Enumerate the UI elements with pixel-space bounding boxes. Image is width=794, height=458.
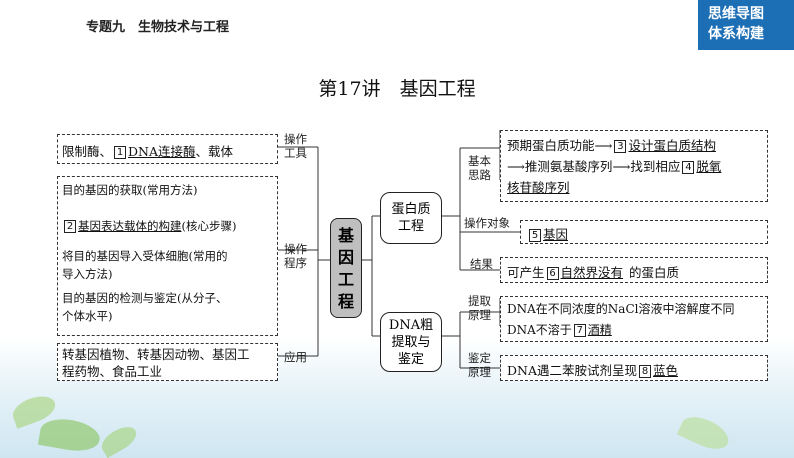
blank-number-3: 3 bbox=[614, 140, 627, 153]
badge-line-2: 体系构建 bbox=[708, 26, 764, 42]
badge-line-1: 思维导图 bbox=[708, 6, 764, 22]
label-operation-object: 操作对象 bbox=[464, 216, 510, 230]
answer-gene: 基因 bbox=[543, 227, 569, 242]
step-4-a: 目的基因的检测与鉴定(从分子、 bbox=[62, 291, 228, 305]
step-4-b: 个体水平) bbox=[62, 309, 113, 323]
label-identification-line2: 原理 bbox=[468, 365, 491, 379]
tools-pre: 限制酶、 bbox=[62, 144, 113, 159]
label-result: 结果 bbox=[470, 257, 493, 271]
application-line2: 程药物、食品工业 bbox=[62, 364, 163, 379]
label-basic-idea-line1: 基本 bbox=[468, 154, 491, 168]
dna-node-line1: DNA粗 bbox=[388, 317, 434, 333]
answer-design-structure: 设计蛋白质结构 bbox=[628, 138, 716, 153]
blank-number-7: 7 bbox=[573, 324, 586, 337]
application-line1: 转基因植物、转基因动物、基因工 bbox=[62, 347, 250, 362]
center-char-1: 基 bbox=[337, 226, 354, 245]
page-title: 第17讲 基因工程 bbox=[318, 78, 476, 100]
center-char-2: 因 bbox=[337, 248, 354, 267]
section-header: 专题九 生物技术与工程 bbox=[86, 20, 230, 35]
result-post: 的蛋白质 bbox=[629, 265, 680, 280]
answer-vector-construction: 基因表达载体的构建 bbox=[78, 219, 182, 233]
label-identification-principle: 鉴定 原理 bbox=[468, 351, 491, 379]
answer-dna-ligase: DNA连接酶 bbox=[128, 144, 196, 159]
step-3-b: 导入方法) bbox=[62, 267, 113, 281]
extraction-line-1: DNA在不同浓度的NaCl溶液中溶解度不同 bbox=[507, 302, 735, 316]
step-2-post: (核心步骤) bbox=[181, 219, 237, 233]
arrow-icon: ⟶ bbox=[507, 159, 525, 174]
tools-post: 、载体 bbox=[195, 144, 234, 159]
label-extraction-line1: 提取 bbox=[468, 294, 491, 308]
label-basic-idea-line2: 思路 bbox=[468, 168, 491, 182]
idea-expected-function: 预期蛋白质功能 bbox=[507, 138, 595, 153]
center-char-4: 程 bbox=[337, 292, 354, 311]
blank-number-5: 5 bbox=[529, 229, 541, 242]
identification-pre: DNA遇二苯胺试剂呈现 bbox=[507, 363, 637, 378]
dna-node-line2: 提取与 bbox=[391, 334, 431, 350]
answer-blue: 蓝色 bbox=[653, 363, 679, 378]
label-extraction-line2: 原理 bbox=[468, 308, 491, 322]
label-basic-idea: 基本 思路 bbox=[468, 154, 491, 182]
center-node-genetic-engineering: 基 因 工 程 bbox=[330, 218, 362, 318]
step-1: 目的基因的获取(常用方法) bbox=[62, 183, 198, 197]
label-tools: 操作 工具 bbox=[284, 132, 307, 160]
idea-find-corresponding: 找到相应 bbox=[630, 159, 681, 174]
label-procedure-line2: 程序 bbox=[284, 256, 307, 270]
answer-not-in-nature: 自然界没有 bbox=[560, 265, 624, 280]
blank-number-4: 4 bbox=[682, 161, 695, 174]
label-identification-line1: 鉴定 bbox=[468, 351, 491, 365]
protein-engineering-node: 蛋白质 工程 bbox=[380, 192, 442, 244]
protein-node-line1: 蛋白质 bbox=[391, 202, 431, 217]
answer-alcohol: 酒精 bbox=[587, 323, 612, 337]
label-tools-line1: 操作 bbox=[284, 132, 307, 146]
extraction-line-2-pre: DNA不溶于 bbox=[507, 323, 572, 337]
dna-node-line3: 鉴定 bbox=[397, 351, 424, 367]
label-procedure: 操作 程序 bbox=[284, 242, 307, 270]
idea-infer-sequence: 推测氨基酸序列 bbox=[524, 159, 613, 174]
center-char-3: 工 bbox=[337, 270, 354, 289]
arrow-icon: ⟶ bbox=[612, 159, 631, 174]
mind-map-badge[interactable]: 思维导图 体系构建 bbox=[698, 0, 794, 50]
arrow-icon: ⟶ bbox=[594, 138, 613, 153]
blank-number-6: 6 bbox=[546, 267, 559, 280]
application-box: 转基因植物、转基因动物、基因工 程药物、食品工业 bbox=[57, 343, 278, 381]
label-application: 应用 bbox=[284, 350, 307, 364]
blank-number-2: 2 bbox=[64, 220, 76, 233]
idea-line-3: 核苷酸序列 bbox=[507, 177, 761, 198]
label-tools-line2: 工具 bbox=[284, 146, 307, 160]
answer-nucleotide-sequence: 核苷酸序列 bbox=[507, 180, 570, 195]
answer-deoxy: 脱氧 bbox=[696, 159, 722, 174]
label-procedure-line1: 操作 bbox=[284, 242, 307, 256]
dna-extraction-node: DNA粗 提取与 鉴定 bbox=[380, 312, 442, 372]
step-3-a: 将目的基因导入受体细胞(常用的 bbox=[62, 249, 228, 263]
blank-number-8: 8 bbox=[639, 365, 651, 378]
result-pre: 可产生 bbox=[507, 265, 545, 280]
protein-node-line2: 工程 bbox=[397, 219, 424, 234]
blank-number-1: 1 bbox=[114, 146, 127, 159]
label-extraction-principle: 提取 原理 bbox=[468, 294, 491, 322]
